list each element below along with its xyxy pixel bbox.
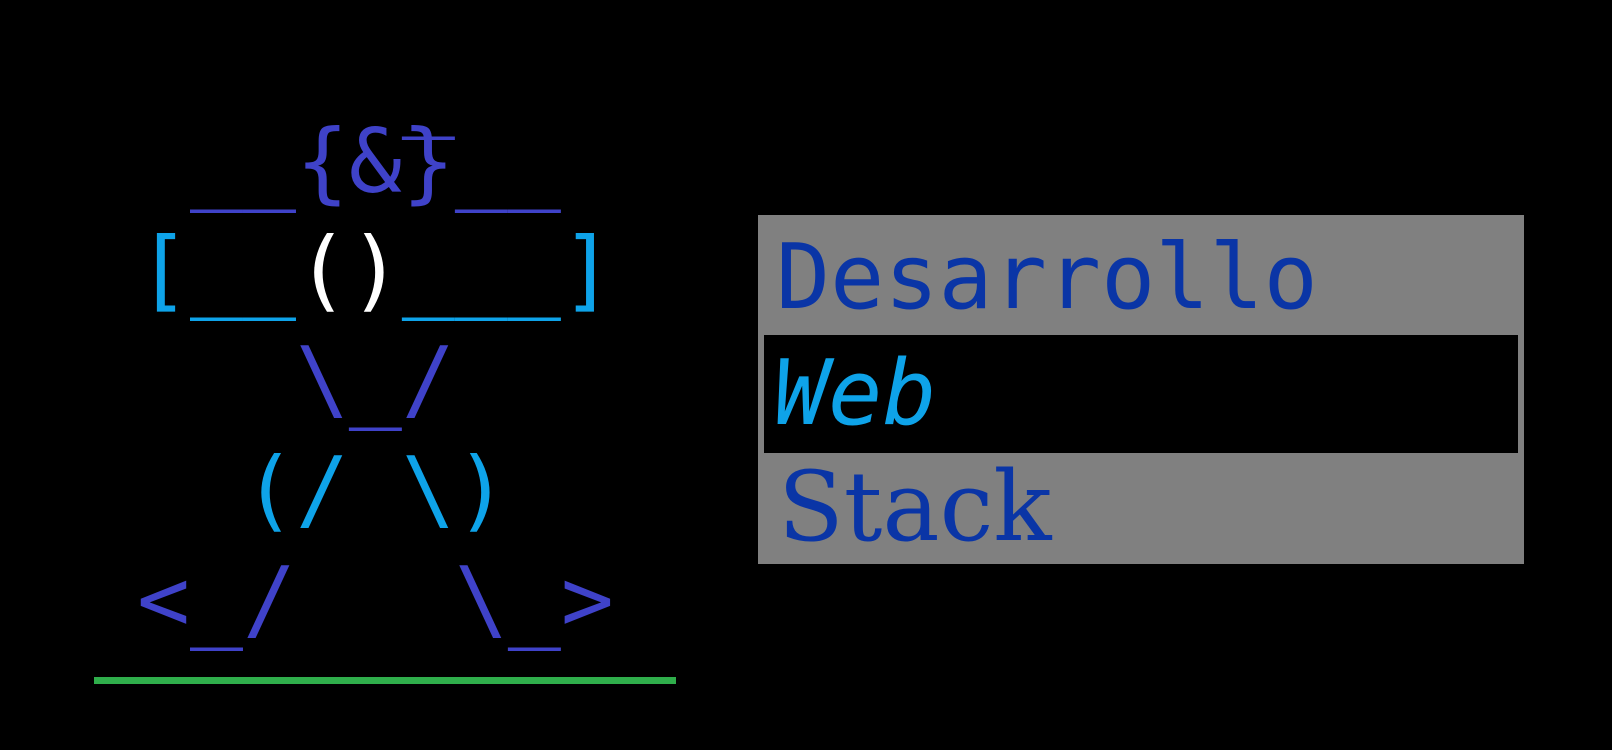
label-row-web: Web bbox=[764, 335, 1518, 453]
ascii-line-3-text: [__()___] bbox=[84, 218, 614, 321]
ascii-line-5: (/ \) bbox=[84, 438, 508, 541]
ascii-line-1: _ bbox=[84, 37, 455, 140]
label-row-desarrollo: Desarrollo bbox=[758, 215, 1524, 335]
label-web: Web bbox=[774, 341, 937, 446]
label-stack: Stack bbox=[778, 451, 1052, 563]
ascii-line-6: <_/ \_> bbox=[84, 548, 614, 651]
ascii-art-figure: _ __{&}__ [__()___] \_/ (/ \) <_/ \_> bbox=[0, 0, 700, 750]
ascii-line-2: __{&}__ bbox=[84, 110, 561, 213]
label-desarrollo: Desarrollo bbox=[776, 225, 1318, 330]
ascii-parens-white: () bbox=[295, 218, 402, 321]
label-row-stack: Stack bbox=[758, 453, 1524, 564]
ground-line bbox=[94, 677, 676, 684]
stack-label-card: Desarrollo Web Stack bbox=[758, 215, 1524, 564]
ascii-line-4: \_/ bbox=[84, 328, 455, 431]
ascii-line-3: [__()___] bbox=[84, 226, 614, 314]
